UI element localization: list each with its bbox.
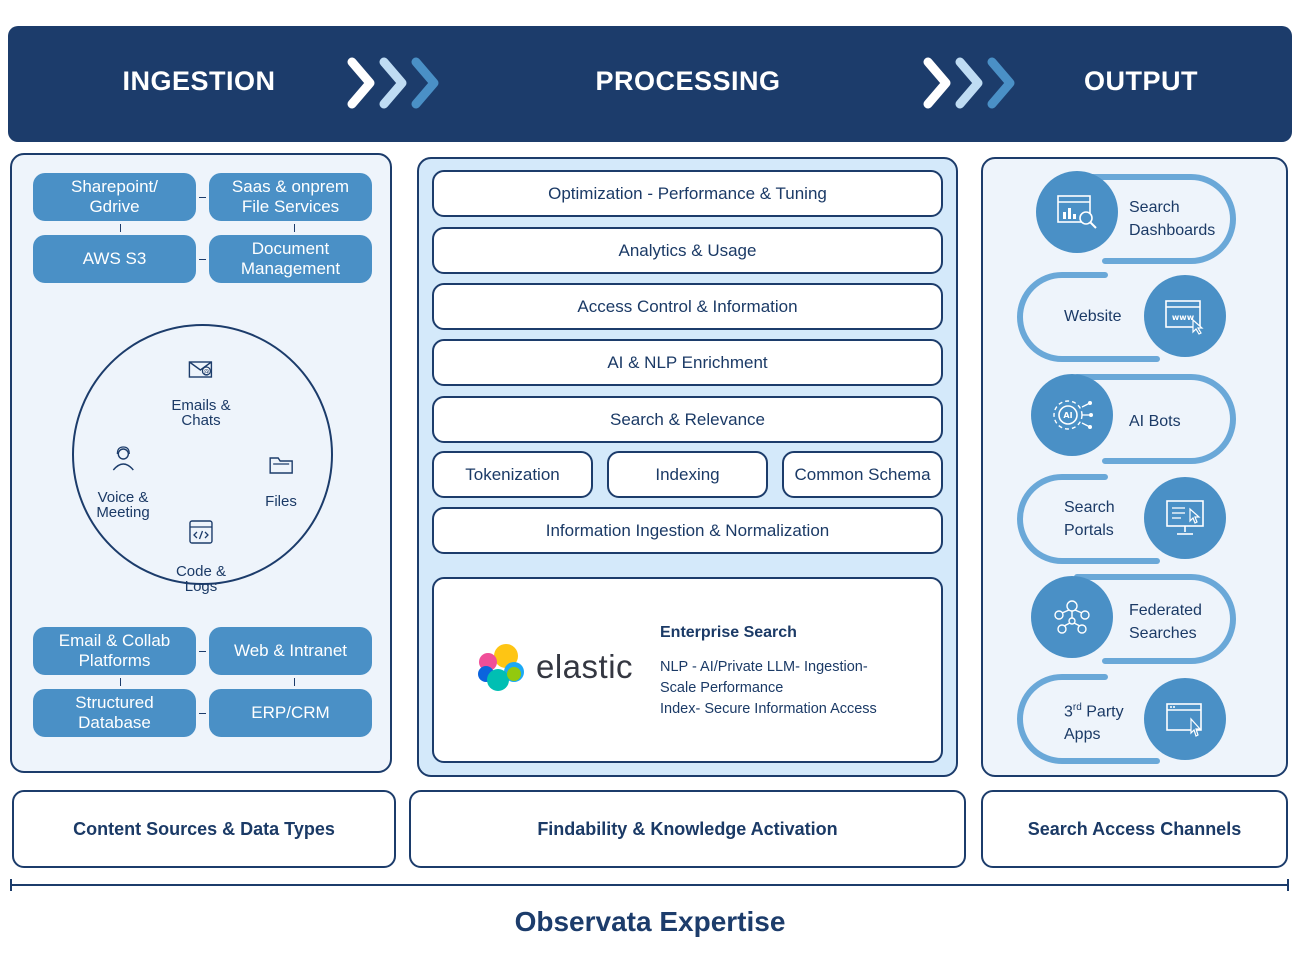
source-sharepoint: Sharepoint/ Gdrive bbox=[33, 173, 196, 221]
channel-search-portals-circle bbox=[1144, 477, 1226, 559]
elastic-logo-text: elastic bbox=[536, 648, 634, 685]
output-heading: OUTPUT bbox=[1084, 66, 1198, 96]
footer-title: Observata Expertise bbox=[514, 906, 786, 937]
connector-line bbox=[199, 713, 206, 714]
code-window-icon bbox=[189, 520, 213, 544]
headset-person-icon bbox=[112, 446, 134, 471]
channel-federated-circle bbox=[1031, 576, 1113, 658]
channel-website-label: Website bbox=[1064, 308, 1122, 325]
caption-access-channels: Search Access Channels bbox=[981, 790, 1288, 868]
connector-line bbox=[199, 197, 206, 198]
channel-third-party-label-number: 3 bbox=[1064, 703, 1073, 721]
connector-line bbox=[294, 224, 295, 232]
source-document-management: Document Management bbox=[209, 235, 372, 283]
footer-bracket-tick bbox=[10, 879, 12, 891]
layer-search-relevance: Search & Relevance bbox=[432, 396, 943, 443]
data-type-code: Code & Logs bbox=[176, 504, 226, 594]
data-type-voice-label: Voice & Meeting bbox=[96, 489, 150, 521]
channel-ai-bots-circle: AI bbox=[1031, 374, 1113, 456]
layer-tokenization: Tokenization bbox=[432, 451, 593, 498]
layer-indexing: Indexing bbox=[607, 451, 768, 498]
svg-text:@: @ bbox=[203, 369, 209, 376]
caption-findability: Findability & Knowledge Activation bbox=[409, 790, 966, 868]
layer-access-control: Access Control & Information bbox=[432, 283, 943, 330]
connector-line bbox=[294, 678, 295, 686]
data-types-circle bbox=[72, 324, 333, 585]
data-type-voice: Voice & Meeting bbox=[96, 430, 150, 521]
source-email-collab: Email & Collab Platforms bbox=[33, 627, 196, 675]
connector-line bbox=[120, 678, 121, 686]
layer-ingestion-normalization: Information Ingestion & Normalization bbox=[432, 507, 943, 554]
svg-text:www: www bbox=[1172, 313, 1195, 322]
data-type-files-label: Files bbox=[265, 493, 297, 510]
elastic-logo-icon bbox=[478, 644, 524, 691]
channel-third-party-circle bbox=[1144, 678, 1226, 760]
connector-line bbox=[199, 259, 206, 260]
caption-content-sources: Content Sources & Data Types bbox=[12, 790, 396, 868]
channel-federated-label: Federated Searches bbox=[1129, 602, 1202, 642]
monitor-icon bbox=[1166, 500, 1204, 535]
data-type-files: Files bbox=[265, 438, 297, 509]
channel-third-party-label-sup: rd bbox=[1072, 702, 1082, 713]
data-type-code-label: Code & Logs bbox=[175, 563, 227, 595]
connector-line bbox=[120, 224, 121, 232]
data-type-emails: @ Emails & Chats bbox=[171, 342, 231, 429]
source-web-intranet: Web & Intranet bbox=[209, 627, 372, 675]
pipeline-header-bar bbox=[8, 26, 1292, 142]
layer-analytics: Analytics & Usage bbox=[432, 227, 943, 274]
ingestion-heading: INGESTION bbox=[122, 66, 276, 96]
dashboard-search-icon bbox=[1057, 195, 1097, 229]
layer-optimization: Optimization - Performance & Tuning bbox=[432, 170, 943, 217]
channel-ai-bots-label: AI Bots bbox=[1129, 413, 1181, 430]
app-window-icon bbox=[1166, 703, 1202, 737]
layer-common-schema: Common Schema bbox=[782, 451, 943, 498]
enterprise-search-title: Enterprise Search bbox=[660, 624, 797, 641]
chevrons-arrow-icon bbox=[923, 57, 1015, 109]
network-people-icon bbox=[1054, 600, 1090, 634]
ai-gear-icon: AI bbox=[1053, 400, 1093, 430]
source-erp-crm: ERP/CRM bbox=[209, 689, 372, 737]
www-browser-icon: www bbox=[1165, 300, 1204, 335]
channel-third-party-label: 3rd Party Apps bbox=[1064, 696, 1124, 746]
data-type-emails-label: Emails & Chats bbox=[171, 397, 231, 429]
chevrons-arrow-icon bbox=[347, 57, 439, 109]
source-structured-database: Structured Database bbox=[33, 689, 196, 737]
processing-heading: PROCESSING bbox=[595, 66, 781, 96]
channel-dashboards-label: Search Dashboards bbox=[1129, 199, 1216, 239]
folder-files-icon bbox=[269, 457, 293, 474]
enterprise-search-desc-line: Index- Secure Information Access bbox=[660, 701, 877, 717]
channel-website-circle: www bbox=[1144, 275, 1226, 357]
footer-bracket-tick bbox=[1287, 879, 1289, 891]
enterprise-search-desc-line: NLP - AI/Private LLM- Ingestion- bbox=[660, 659, 868, 675]
channel-dashboards-circle bbox=[1036, 171, 1118, 253]
email-chat-icon: @ bbox=[188, 361, 212, 378]
channel-search-portals-label: Search Portals bbox=[1064, 499, 1115, 539]
svg-text:AI: AI bbox=[1063, 411, 1072, 420]
footer-bracket-line bbox=[11, 884, 1289, 886]
layer-ai-nlp: AI & NLP Enrichment bbox=[432, 339, 943, 386]
channels-connector-path bbox=[1017, 174, 1236, 764]
source-file-services: Saas & onprem File Services bbox=[209, 173, 372, 221]
enterprise-search-desc-line: Scale Performance bbox=[660, 680, 784, 696]
channel-third-party-label-rest: Party Apps bbox=[1064, 703, 1124, 744]
connector-line bbox=[199, 651, 206, 652]
source-aws-s3: AWS S3 bbox=[33, 235, 196, 283]
